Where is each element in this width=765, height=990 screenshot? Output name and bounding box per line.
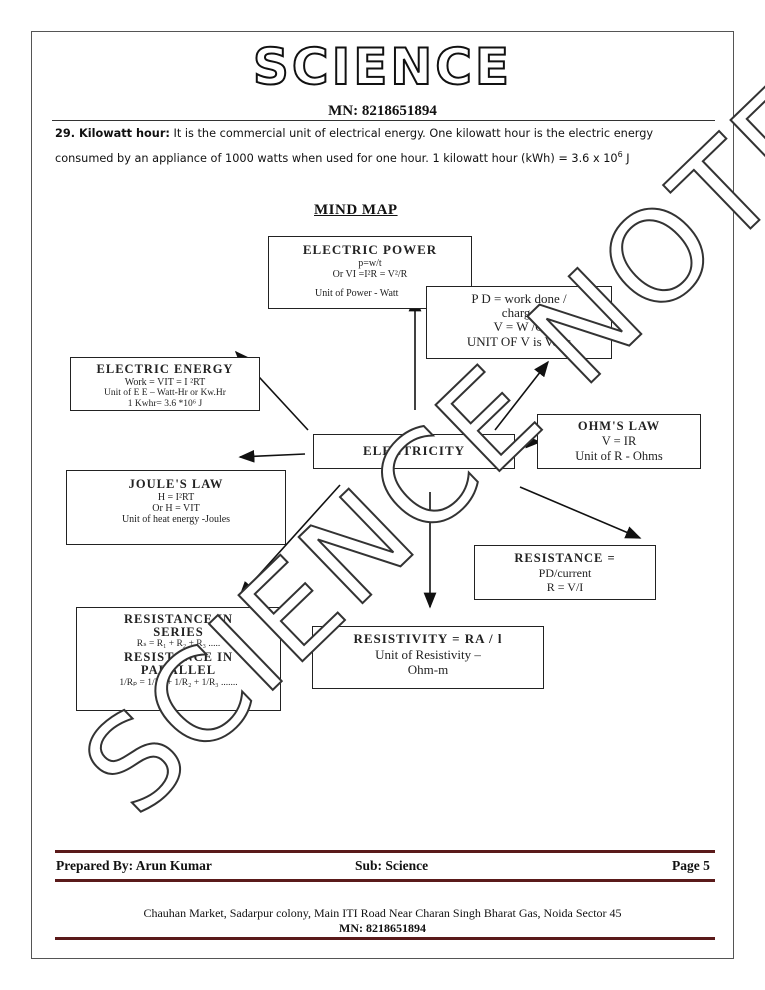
- resistance-definition: PD/current: [538, 566, 592, 580]
- joules-law-box: JOULE'S LAW H = I²RT Or H = VIT Unit of …: [66, 470, 286, 545]
- kilowatt-hour-text: It is the commercial unit of electrical …: [55, 127, 654, 165]
- mind-map-title: MIND MAP: [314, 202, 398, 218]
- joules-law-formula-1: H = I²RT: [157, 492, 195, 503]
- resistivity-title: RESISTIVITY = RA / l: [353, 631, 503, 646]
- pd-definition: P D = work done /: [471, 291, 567, 306]
- page-title: SCIENCE: [252, 37, 513, 97]
- parallel-title: RESISTANCE IN: [124, 650, 233, 664]
- arrow-to-series-parallel: [238, 484, 341, 598]
- footer-page-number: Page 5: [672, 858, 710, 873]
- resistance-box: RESISTANCE = PD/current R = V/I: [474, 545, 656, 600]
- electric-energy-unit: Unit of E E – Watt-Hr or Kw.Hr: [104, 388, 226, 398]
- electricity-label: ELECTRICITY: [362, 443, 466, 458]
- electricity-center-box: ELECTRICITY: [313, 434, 515, 469]
- electric-power-unit: Unit of Power - Watt: [315, 288, 399, 299]
- parallel-formula: 1/Rₚ = 1/R₁ + 1/R₂ + 1/R₃ .......: [119, 678, 238, 688]
- series-parallel-box: RESISTANCE IN SERIES Rₛ = R₁ + R₂ + R₃ .…: [76, 607, 281, 711]
- header-divider: [52, 120, 715, 121]
- pd-unit: UNIT OF V is Volts: [466, 334, 572, 349]
- kilowatt-hour-paragraph: 29. Kilowatt hour: It is the commercial …: [55, 123, 715, 169]
- parallel-subtitle: PARALLEL: [140, 663, 217, 677]
- electric-energy-conversion: 1 Kwhr= 3.6 *10⁶ J: [127, 399, 203, 409]
- arrow-to-resistance: [519, 486, 642, 539]
- ohms-law-unit: Unit of R - Ohms: [575, 449, 663, 463]
- electric-power-title: ELECTRIC POWER: [302, 242, 438, 257]
- resistance-title: RESISTANCE =: [514, 551, 616, 565]
- resistivity-unit-label: Unit of Resistivity –: [375, 647, 481, 662]
- footer-top-rule: [55, 850, 715, 853]
- joules-law-formula-2: Or H = VIT: [152, 503, 200, 514]
- kilowatt-hour-label: 29. Kilowatt hour:: [55, 127, 170, 140]
- kilowatt-hour-exponent: 6: [617, 150, 623, 159]
- electric-power-formula-1: p=w/t: [358, 258, 382, 269]
- ohms-law-formula: V = IR: [601, 434, 637, 448]
- page-border: [31, 31, 734, 959]
- footer-phone-number: MN: 8218651894: [339, 921, 426, 935]
- electric-energy-formula: Work = VIT = I ²RT: [124, 377, 206, 388]
- footer-address: Chauhan Market, Sadarpur colony, Main IT…: [143, 906, 622, 920]
- electric-energy-title: ELECTRIC ENERGY: [96, 362, 234, 376]
- ohms-law-title: OHM'S LAW: [577, 419, 661, 433]
- series-title: RESISTANCE IN: [124, 612, 233, 626]
- arrow-to-joules-law: [238, 449, 306, 463]
- pd-definition-continued: charge: [501, 305, 537, 320]
- footer-middle-rule: [55, 879, 715, 882]
- series-formula: Rₛ = R₁ + R₂ + R₃ .....: [136, 639, 221, 649]
- arrow-to-pd: [494, 360, 549, 431]
- footer-subject: Sub: Science: [355, 858, 429, 873]
- pd-formula: V = W /Q: [493, 319, 545, 334]
- electric-power-formula-2: Or VI =I²R = V²/R: [332, 269, 408, 280]
- footer-bottom-rule: [55, 937, 715, 940]
- potential-difference-box: P D = work done / charge V = W /Q UNIT O…: [426, 286, 612, 359]
- series-subtitle: SERIES: [153, 625, 204, 639]
- resistivity-unit: Ohm-m: [407, 662, 449, 677]
- joules-law-unit: Unit of heat energy -Joules: [121, 514, 231, 525]
- joules-law-title: JOULE'S LAW: [128, 477, 224, 491]
- footer-prepared-by: Prepared By: Arun Kumar: [56, 858, 212, 873]
- electric-energy-box: ELECTRIC ENERGY Work = VIT = I ²RT Unit …: [70, 357, 260, 411]
- resistivity-box: RESISTIVITY = RA / l Unit of Resistivity…: [312, 626, 544, 689]
- kilowatt-hour-unit: J: [622, 151, 630, 165]
- resistance-formula: R = V/I: [546, 580, 584, 594]
- header-phone-number: MN: 8218651894: [328, 103, 437, 119]
- ohms-law-box: OHM'S LAW V = IR Unit of R - Ohms: [537, 414, 701, 469]
